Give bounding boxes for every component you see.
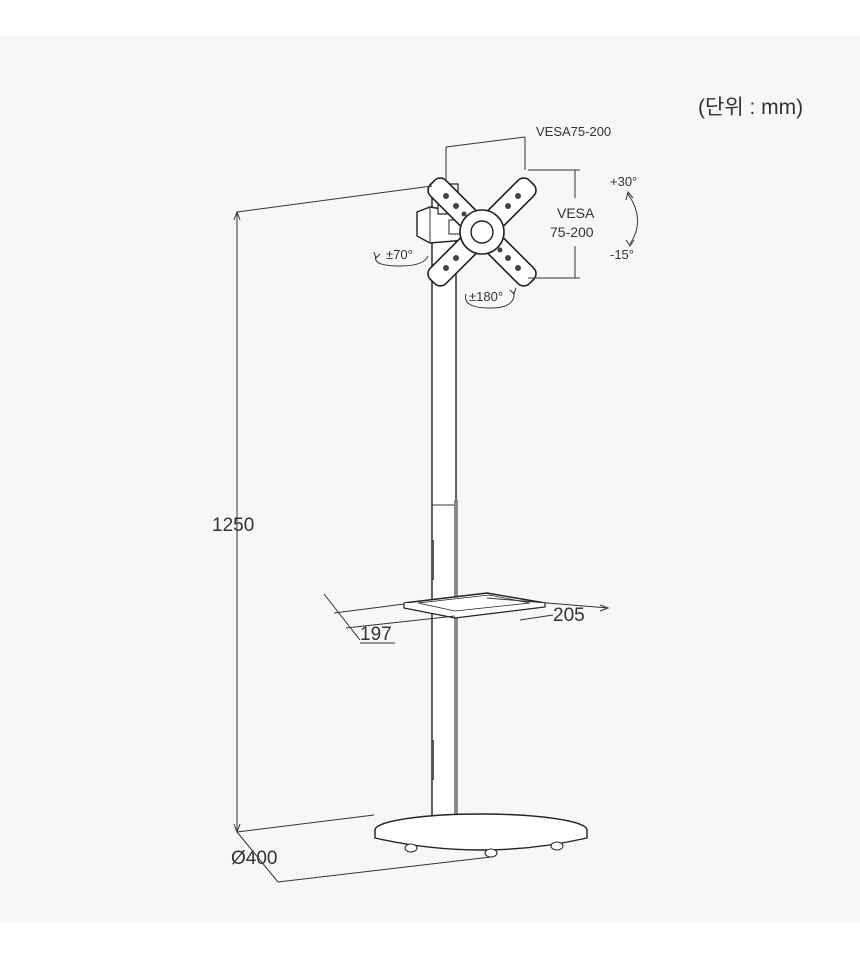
vesa-side-label-2: 75-200 [550,224,594,240]
vesa-top-dimension [445,136,526,180]
height-dimension [233,185,433,834]
tilt-down-label: -15° [610,247,634,262]
height-label: 1250 [212,515,254,536]
shelf-depth-label: 197 [360,624,392,645]
vesa-side-dimension [528,169,580,279]
vesa-plate [427,177,537,287]
vesa-side-label-1: VESA [557,205,595,221]
pole [431,189,458,823]
diagram-panel [0,36,860,922]
shelf-width-label: 205 [553,605,585,626]
swivel-arrow-icon [373,251,429,267]
vesa-top-label: VESA75-200 [536,124,611,139]
swivel-angle-label: ±70° [386,247,413,262]
base-dimension [236,831,492,883]
rotation-angle-label: ±180° [469,289,503,304]
tilt-up-label: +30° [610,174,637,189]
round-base [374,813,588,858]
rotation-arrow-icon [465,287,517,309]
shelf-depth-dimension [323,593,456,644]
tilt-arrow-icon [625,190,638,247]
unit-note: (단위 : mm) [698,96,803,119]
shelf-width-dimension [486,597,610,621]
base-diameter-label: Ø400 [231,848,277,869]
shelf [403,592,546,619]
